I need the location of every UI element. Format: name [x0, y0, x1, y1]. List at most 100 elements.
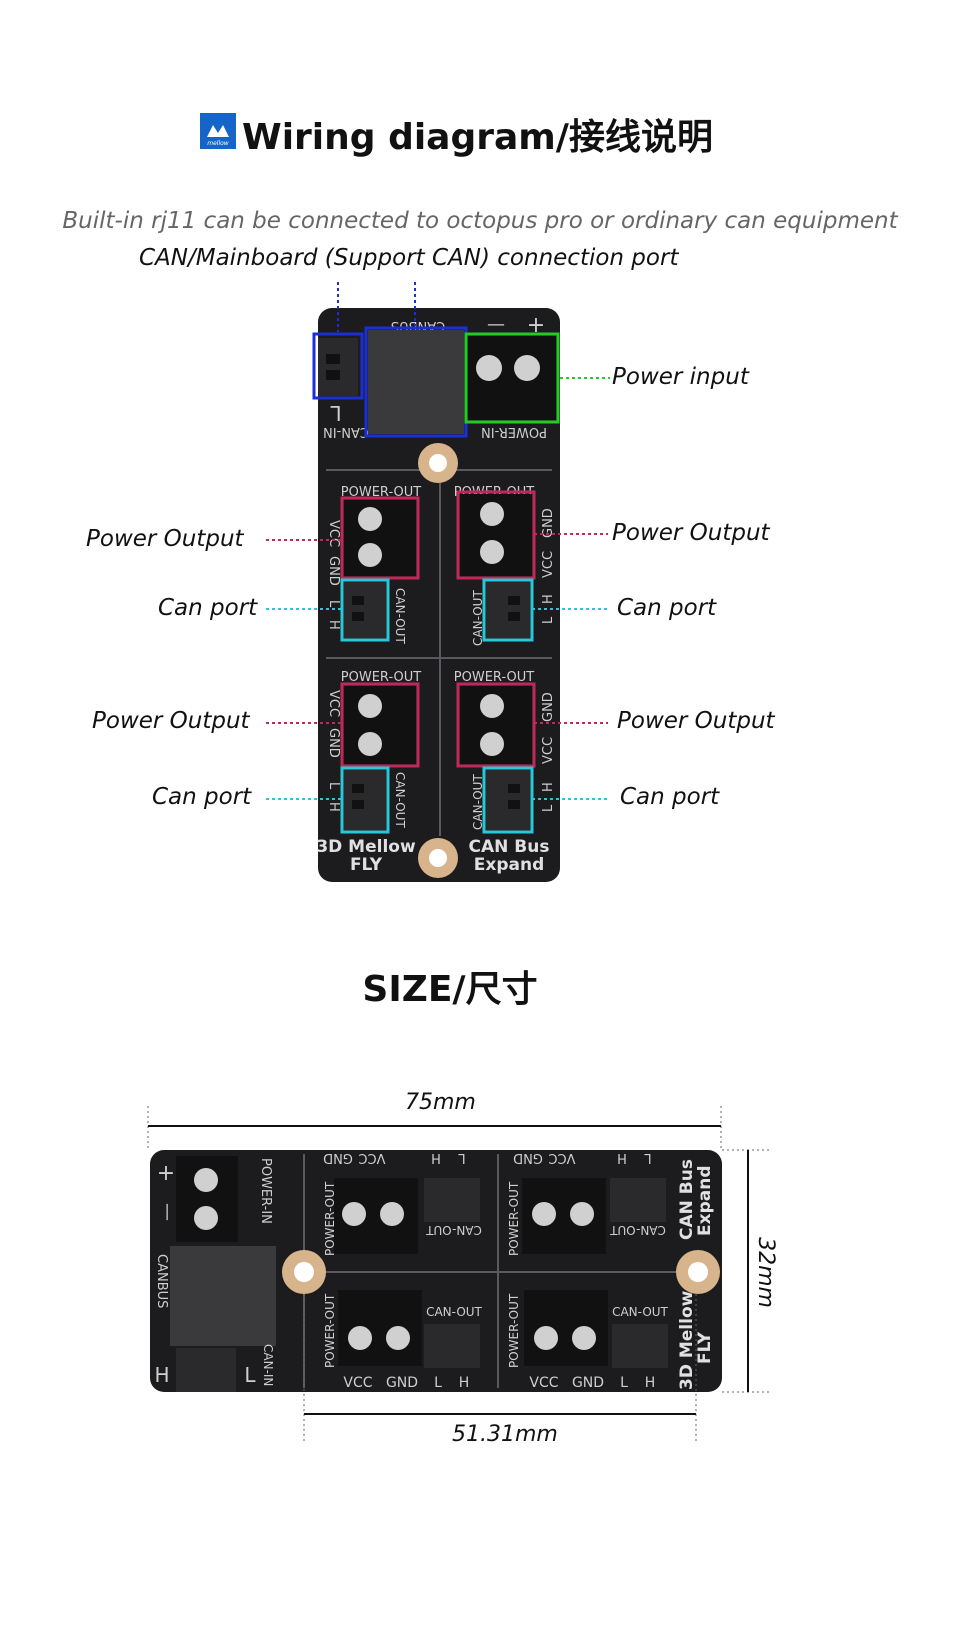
size-silk-vcc-top-2: VCC [548, 1150, 575, 1165]
size-silk-power-in: POWER-IN [258, 1158, 273, 1224]
size-silk-product-line1: CAN Bus [677, 1159, 697, 1240]
can-port-right-1 [482, 578, 534, 642]
size-silk-minus: — [157, 1203, 178, 1221]
can-in-highlight [312, 332, 364, 400]
silk-h-left-1: H [326, 620, 341, 630]
silk-h-right-1: H [541, 594, 556, 604]
silk-gnd-left-1: GND [326, 556, 341, 586]
size-silk-power-out-top-2: POWER-OUT [507, 1181, 521, 1256]
size-silk-l: L [244, 1363, 256, 1387]
label-power-output-right-2: Power Output [617, 708, 775, 734]
size-silk-gnd-bottom-2: GND [572, 1375, 604, 1391]
silk-power-out-3: POWER-OUT [341, 670, 421, 685]
size-title: SIZE/尺寸 [362, 969, 538, 1010]
silk-h-right-2: H [541, 782, 556, 792]
silk-can-out-right-2: CAN-OUT [471, 774, 485, 830]
size-silk-brand-line1: 3D Mellow [677, 1290, 697, 1390]
size-can-top-2 [610, 1178, 666, 1222]
silk-can-out-left-1: CAN-OUT [393, 588, 407, 644]
size-silk-power-out-bottom-2: POWER-OUT [507, 1293, 521, 1368]
size-hole-right-inner [688, 1262, 708, 1282]
size-silk-can-out-bottom-2: CAN-OUT [612, 1305, 668, 1319]
can-port-note: CAN/Mainboard (Support CAN) connection p… [139, 245, 679, 271]
can-in-pin-1 [326, 354, 340, 364]
size-silk-power-out-bottom-1: POWER-OUT [323, 1293, 337, 1368]
size-silk-can-out-bottom-1: CAN-OUT [426, 1305, 482, 1319]
size-silk-vcc-bottom-2: VCC [529, 1375, 558, 1391]
power-input-highlight [464, 332, 560, 424]
silk-brand-line1: 3D Mellow [316, 837, 416, 857]
size-power-input-screw-1 [194, 1168, 218, 1192]
silk-vcc-right-1: VCC [541, 551, 556, 578]
size-silk-gnd-top-2: GND [513, 1150, 543, 1165]
power-output-terminal-left-2 [340, 682, 420, 768]
size-silk-product-line2: Expand [695, 1166, 715, 1237]
can-port-right-2 [482, 766, 534, 834]
size-silk-can-out-top-2: CAN-OUT [609, 1223, 665, 1237]
size-silk-l-bottom-1: L [434, 1375, 442, 1391]
dimension-height: 32mm [752, 1237, 778, 1308]
silk-product-line2: Expand [474, 855, 545, 875]
label-power-output-left-1: Power Output [86, 526, 244, 552]
dimension-width: 75mm [405, 1090, 476, 1115]
silk-l-left-2: L [326, 782, 341, 790]
mellow-logo-icon: mellow [200, 113, 236, 149]
label-can-port-right-1: Can port [617, 595, 717, 621]
can-port-left-2 [340, 766, 390, 834]
size-can-in-connector [176, 1348, 236, 1392]
size-silk-h: H [154, 1363, 169, 1387]
silk-can-out-left-2: CAN-OUT [393, 772, 407, 828]
size-silk-h-bottom-1: H [459, 1375, 470, 1391]
size-silk-can-in: CAN-IN [261, 1344, 275, 1386]
size-can-top-1 [424, 1178, 480, 1222]
label-can-port-left-2: Can port [152, 784, 252, 810]
size-silk-l-top-2: L [644, 1150, 652, 1165]
silk-can-in: CAN-IN [323, 424, 369, 439]
page-title: Wiring diagram/接线说明 [242, 117, 713, 158]
label-power-output-right-1: Power Output [612, 520, 770, 546]
size-silk-l-top-1: L [458, 1150, 466, 1165]
wiring-diagram: CANBUS CAN-IN POWER-IN — + L POWER-OUT P… [266, 282, 610, 882]
size-silk-h-top-2: H [617, 1150, 627, 1165]
mounting-hole-top-inner [429, 454, 447, 472]
size-silk-canbus: CANBUS [154, 1254, 169, 1308]
power-output-terminal-right-2 [456, 682, 536, 768]
silk-h-left-2: H [326, 802, 341, 812]
label-can-port-right-2: Can port [620, 784, 720, 810]
dimension-hole-spacing: 51.31mm [452, 1422, 558, 1447]
size-silk-h-top-1: H [431, 1150, 441, 1165]
silk-brand-line2: FLY [350, 855, 383, 875]
silk-l-top: L [330, 401, 342, 425]
silk-gnd-left-2: GND [326, 728, 341, 758]
size-rj11 [170, 1246, 276, 1346]
label-power-input: Power input [612, 364, 749, 390]
silk-gnd-right-2: GND [541, 692, 556, 722]
logo-text: mellow [207, 140, 229, 147]
label-can-port-left-1: Can port [158, 595, 258, 621]
rj11-connector [368, 330, 464, 434]
silk-vcc-right-2: VCC [541, 737, 556, 764]
size-silk-h-bottom-2: H [645, 1375, 656, 1391]
mounting-hole-bottom-inner [429, 849, 447, 867]
power-input-screw-2 [514, 355, 540, 381]
silk-power-out-1: POWER-OUT [341, 485, 421, 500]
size-diagram: + — POWER-IN CANBUS H L CAN-IN VCC GND V… [147, 1106, 770, 1444]
power-input-screw-1 [476, 355, 502, 381]
power-output-terminal-left-1 [340, 496, 420, 580]
can-in-connector [318, 338, 358, 396]
size-terminal-top-2 [522, 1178, 606, 1254]
size-silk-l-bottom-2: L [620, 1375, 628, 1391]
size-silk-plus: + [157, 1161, 175, 1186]
size-silk-brand-line2: FLY [695, 1331, 715, 1364]
size-silk-vcc-gnd-top-1: VCC [358, 1150, 385, 1165]
can-in-pin-2 [326, 370, 340, 380]
silk-l-left-1: L [326, 600, 341, 608]
rj11-note: Built-in rj11 can be connected to octopu… [62, 208, 898, 234]
can-port-left-1 [340, 578, 390, 642]
size-silk-power-out-top-1: POWER-OUT [323, 1181, 337, 1256]
size-terminal-bottom-1 [338, 1290, 422, 1366]
size-can-bottom-2 [612, 1324, 668, 1368]
size-silk-gnd-top-1: GND [323, 1150, 353, 1165]
silk-can-out-right-1: CAN-OUT [471, 590, 485, 646]
power-output-terminal-right-1 [456, 490, 536, 580]
